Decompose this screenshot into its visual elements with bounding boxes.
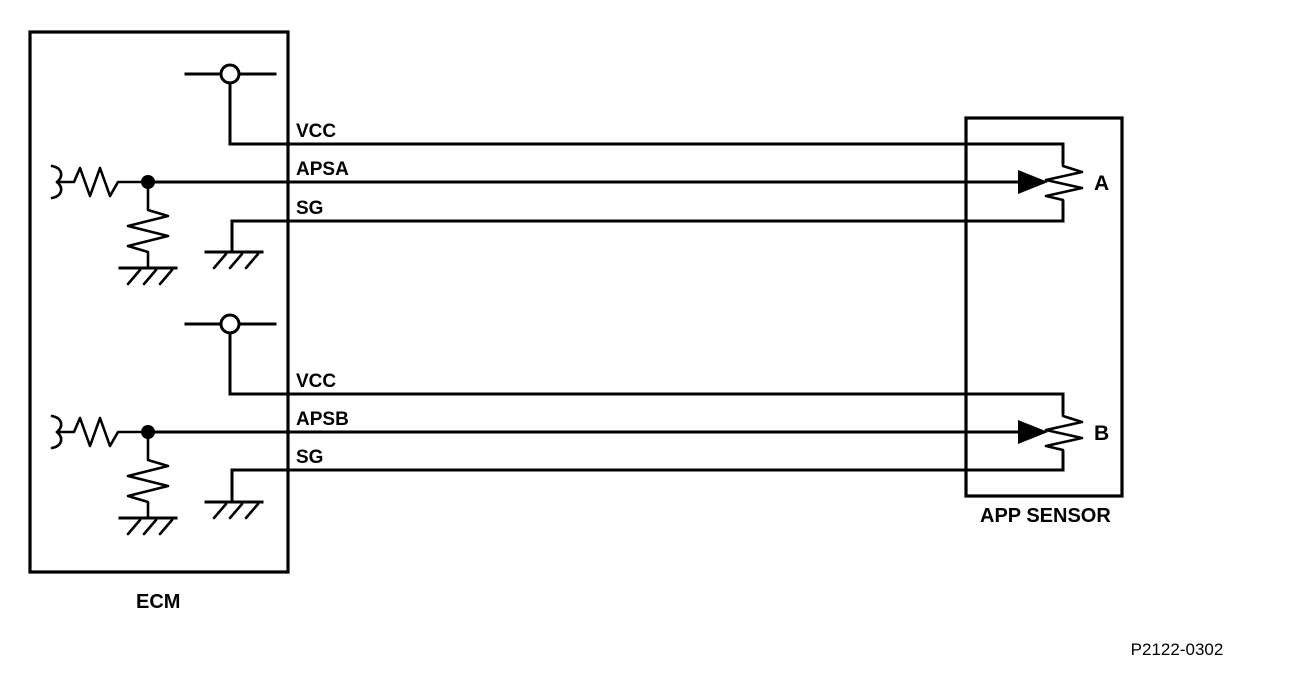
ground-sg-a-icon: [204, 250, 264, 270]
label-terminal-b: B: [1094, 422, 1109, 445]
open-circle-node-icon: [219, 63, 241, 85]
label-ecm: ECM: [136, 591, 180, 613]
wiper-arrow-b-icon: [1018, 420, 1048, 444]
pulldown-resistor-b-icon: [126, 437, 170, 520]
ground-pulldown-a-icon: [118, 266, 178, 286]
label-vcc-b: VCC: [296, 371, 336, 392]
ground-sg-b-icon: [204, 500, 264, 520]
label-sg-b: SG: [296, 447, 323, 468]
pulldown-resistor-a-icon: [126, 187, 170, 270]
label-apsa: APSA: [296, 159, 349, 180]
label-app-sensor: APP SENSOR: [980, 505, 1111, 527]
ecm-box: [28, 30, 290, 574]
app-sensor-box: [964, 116, 1124, 498]
series-resistor-a-icon: [55, 166, 150, 198]
ground-pulldown-b-icon: [118, 516, 178, 536]
wiper-arrow-a-icon: [1018, 170, 1048, 194]
label-sg-a: SG: [296, 198, 323, 219]
supply-node-a: [184, 63, 277, 146]
open-circle-node-icon-b: [219, 313, 241, 335]
potentiometer-a-icon: [1044, 160, 1084, 204]
series-resistor-b-icon: [55, 416, 150, 448]
label-vcc-a: VCC: [296, 121, 336, 142]
potentiometer-b-icon: [1044, 410, 1084, 454]
label-terminal-a: A: [1094, 172, 1109, 195]
figure-id-label: P2122-0302: [1131, 640, 1224, 659]
label-apsb: APSB: [296, 409, 349, 430]
supply-node-b: [184, 313, 277, 396]
